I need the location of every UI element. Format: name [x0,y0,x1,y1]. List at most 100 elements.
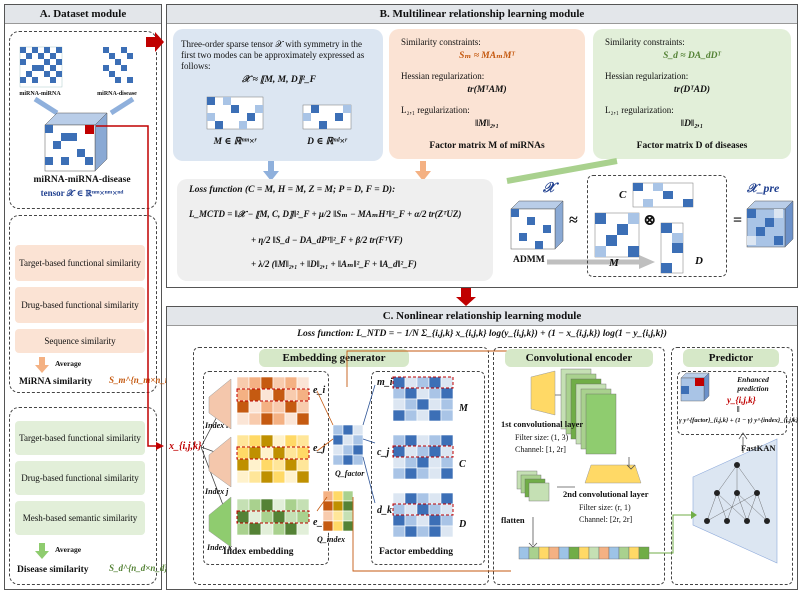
disease-hessian-label: Hessian regularization: [605,71,689,81]
conv1-title: 1st convolutional layer [501,419,584,429]
factor-matrix-c [392,434,454,480]
mctd-loss-box [177,179,493,281]
index-j-label: Index j [205,487,229,496]
predictor-up-arrow [738,432,748,453]
embedding-generator-header: Embedding generator [259,349,409,367]
enhanced-prediction-label: Enhanced prediction [737,375,769,393]
conv2-filter: Filter size: (r, 1) [579,503,631,512]
e-k-label: e_k [313,517,328,528]
mirna-factor-footer: Factor matrix M of miRNAs [429,141,545,151]
mirna-constraints-box [389,29,585,159]
factor-matrix-m-grid [206,96,264,130]
m-factor-grid [594,212,640,258]
fastkan-label: FastKAN [741,443,776,453]
index-matrix-j [236,434,310,484]
x-pre-label: 𝒳_pre [747,181,780,195]
dataset-module-panel: A. Dataset module miRNA-miRNA miRNA-dise… [4,4,175,590]
mirna-similarity-symbol: S_m^{n_m×n_m} [109,375,176,385]
index-k-label: Index k [207,543,233,552]
tensor-label: miRNA-miRNA-disease [33,175,131,185]
disease-l21-eq: ‖D‖₂,₁ [680,119,704,129]
disease-sim-item-1: Target-based functional similarity [15,421,145,455]
e-j-label: e_j [313,443,326,454]
constraint-arrows [263,158,618,184]
c-j-label: c_j [377,447,390,458]
prediction-cube [680,372,710,402]
conv-encoder-box [493,347,665,585]
mirna-disease-label: miRNA-disease [97,91,137,97]
mirna-l21-label: L₂,₁ regularization: [401,105,470,115]
index-embedding-label: Index embedding [223,547,294,557]
mirna-down-arrow [35,357,49,373]
mirna-sim-item-1: Target-based functional similarity [15,245,145,281]
fastkan-funnel [692,438,778,564]
panel-c-title: C. Nonlinear relationship learning modul… [167,307,797,326]
mirna-average-label: Average [55,359,82,368]
panel-b-title: B. Multilinear relationship learning mod… [167,5,797,24]
mctd-loss-header: Loss function (C = M, H = M, Z = M; P = … [189,185,396,195]
disease-average-label: Average [55,545,82,554]
d-factor-label: D [695,255,703,267]
index-embedding-box [203,371,329,565]
enhanced-prediction-box [677,371,787,435]
predictor-box [671,347,793,585]
tensor-cube [44,112,108,172]
mirna-mirna-label: miRNA-miRNA [19,91,61,97]
x-tensor-label: 𝒳 [543,181,556,196]
gamma-combination: γ y^{factor}_{i,j,k} + (1 − γ) y^{index}… [679,417,799,424]
disease-constraints-box [593,29,791,159]
conv1-feature-maps [560,368,617,455]
factor-embedding-box [371,371,485,565]
c-factor-label: C [619,189,627,201]
tensor-symbol: tensor 𝒳 ∈ ℝⁿᵐ×ⁿᵐ×ⁿᵈ [40,188,124,198]
disease-sim-constraint-eq: S_d ≈ DA_dDᵀ [663,51,721,61]
disease-hessian-eq: tr(DᵀAD) [673,85,711,95]
mirna-hessian-label: Hessian regularization: [401,71,485,81]
mirna-hessian-eq: tr(MᵀAM) [467,85,507,95]
q-index-column [322,490,354,532]
x-tensor-cube [510,200,564,250]
mirna-sim-item-2: Drug-based functional similarity [15,287,145,323]
d-k-label: d_k [377,505,392,516]
fastkan-network [704,462,770,524]
disease-similarity-symbol: S_d^{n_d×n_d} [109,563,168,573]
mirna-similarity-label: MiRNA similarity [19,377,93,387]
mirna-mirna-matrix [19,46,63,88]
conv2-channel: Channel: [2r, 2r] [579,515,633,524]
mirna-disease-matrix [103,47,133,87]
conv1-filter: Filter size: (1, 3) [515,433,569,442]
factor-embedding-label: Factor embedding [379,547,453,557]
multilinear-module-panel: B. Multilinear relationship learning mod… [166,4,798,288]
equality-mark: ‖ [737,405,740,414]
x-pre-cube [746,200,794,248]
disease-l21-label: L₂,₁ regularization: [605,105,674,115]
a-to-b-arrow [146,32,164,52]
factor-matrix-d [392,492,454,538]
c-matrix-label: C [459,459,466,470]
d-dimension-label: D ∈ ℝⁿᵈ×ʳ [307,137,347,147]
tensor-approx-equation: 𝒳 ≈ ⟦M, M, D⟧²_F [242,75,316,85]
m-dimension-label: M ∈ ℝⁿᵐ×ʳ [213,137,257,147]
y-ijk-label: y_{i,j,k} [727,395,756,405]
nonlinear-module-panel: C. Nonlinear relationship learning modul… [166,306,798,590]
d-matrix-label: D [459,519,467,530]
embedding-connectors [316,350,511,572]
admm-label: ADMM [513,255,545,265]
e-i-label: e_i [313,385,326,396]
mctd-loss-line-3: + λ/2 (‖M‖₂,₁ + ‖D‖₂,₁ + ‖Aₘ‖²_F + ‖A_d‖… [251,259,417,269]
m-i-label: m_i [377,377,393,388]
otimes-sign: ⊗ [643,212,657,229]
tensor-approx-box [173,29,383,161]
q-factor-label: Q_factor [335,469,365,478]
mctd-loss-line-2: + η/2 ‖S_d − DA_dPᵀ‖²_F + β/2 tr(FᵀVF) [251,235,403,245]
b-to-c-arrow [456,288,476,306]
disease-factor-footer: Factor matrix D of diseases [636,141,748,151]
conv2-title: 2nd convolutional layer [563,489,649,499]
disease-sim-item-3: Mesh-based semantic similarity [15,501,145,535]
q-factor-column [332,424,364,466]
cube-to-input-connector [96,125,164,450]
mirna-sim-item-3: Sequence similarity [15,329,145,353]
index-matrix-k [236,498,310,536]
conv-encoder-header: Convolutional encoder [505,349,653,367]
flatten-vector [518,546,650,560]
